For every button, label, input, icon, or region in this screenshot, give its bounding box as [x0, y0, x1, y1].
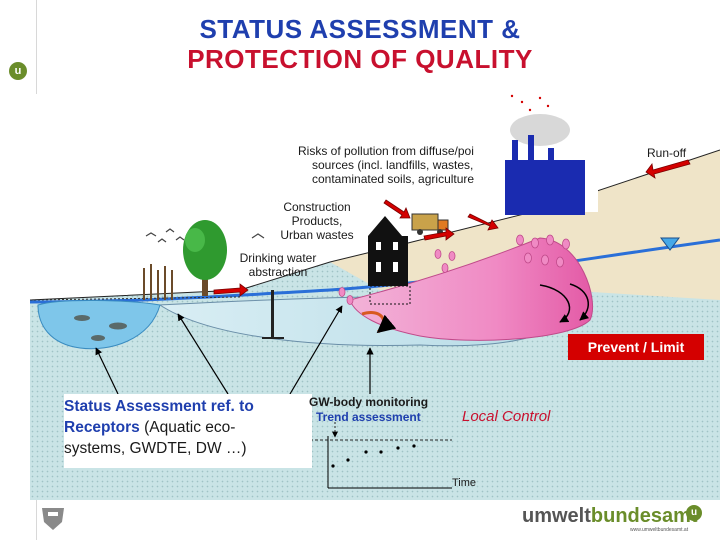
- red-arrow-icon: [467, 213, 499, 231]
- title-line-1: STATUS ASSESSMENT &: [199, 14, 521, 44]
- lake: [37, 300, 161, 350]
- time-axis-label: Time: [452, 477, 477, 489]
- trend-assessment-label: Trend assessment: [316, 410, 421, 424]
- construction-line-2: Products,: [291, 214, 343, 228]
- status-assessment-box: Status Assessment ref. to Receptors (Aqu…: [64, 394, 312, 468]
- pollution-arrows: [213, 159, 691, 297]
- house-icon: [368, 216, 408, 286]
- status-line-3: systems, GWDTE, DW …): [64, 440, 247, 457]
- risks-label: Risks of pollution from diffuse/poi sour…: [298, 144, 474, 186]
- footer-logo-icon: u: [686, 505, 702, 521]
- brand-part-1: umwelt: [522, 505, 591, 527]
- brand-part-2: bundesamt: [590, 505, 698, 527]
- red-arrow-icon: [383, 199, 411, 219]
- coat-of-arms-icon: [42, 508, 64, 530]
- prevent-limit-badge: Prevent / Limit: [568, 334, 704, 360]
- status-line-1: Status Assessment ref. to: [64, 398, 254, 415]
- receptors-label: Receptors: [64, 419, 140, 436]
- well-pipe: [271, 290, 274, 338]
- red-arrow-icon: [645, 159, 691, 179]
- red-arrow-icon: [423, 227, 455, 241]
- risks-line-1: Risks of pollution from diffuse/poi: [298, 144, 474, 158]
- groundwater-table: [29, 238, 720, 304]
- footer-url: www.umweltbundesamt.at: [630, 527, 689, 533]
- drinking-line-1: Drinking water: [239, 251, 317, 265]
- trend-chart: [300, 422, 452, 489]
- runoff-label: Run-off: [647, 146, 687, 160]
- umweltbundesamt-logo-icon: u: [9, 62, 27, 80]
- gw-monitoring-label: GW-body monitoring: [309, 395, 429, 409]
- risks-line-3: contaminated soils, agriculture: [312, 172, 475, 186]
- slide-title: STATUS ASSESSMENT & PROTECTION OF QUALIT…: [120, 14, 600, 74]
- tree-icon: [183, 220, 227, 296]
- drinking-line-2: abstraction: [248, 265, 308, 279]
- factory-icon: [500, 92, 598, 215]
- drinking-water-label: Drinking water abstraction: [232, 251, 324, 279]
- footer-brand: umweltbundesamt: [522, 504, 698, 528]
- fish-icon: [74, 315, 127, 341]
- local-control-label: Local Control: [462, 408, 551, 425]
- status-line-2-rest: (Aquatic eco-: [139, 419, 236, 436]
- title-line-2: PROTECTION OF QUALITY: [187, 44, 533, 74]
- construction-line-3: Urban wastes: [280, 228, 354, 242]
- construction-line-1: Construction: [283, 200, 351, 214]
- receptor-arrows: [95, 305, 343, 395]
- risks-line-2: sources (incl. landfills, wastes,: [312, 158, 474, 172]
- pollutant-droplets: [338, 234, 570, 305]
- pollution-plume: [349, 237, 594, 341]
- construction-label: Construction Products, Urban wastes: [272, 200, 362, 242]
- red-arrow-icon: [213, 283, 249, 297]
- terrain-surface: [330, 150, 720, 300]
- birds-icon: [145, 228, 265, 243]
- water-table-marker-icon: [660, 237, 680, 251]
- reeds-icon: [143, 264, 173, 300]
